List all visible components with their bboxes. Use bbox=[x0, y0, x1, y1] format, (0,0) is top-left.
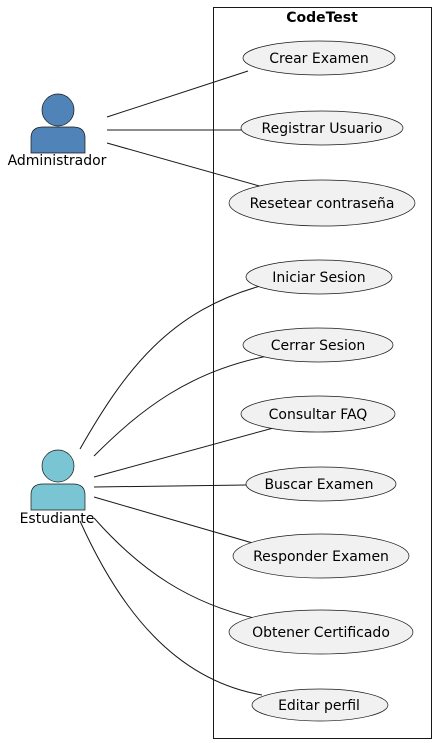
actor-body bbox=[30, 126, 86, 154]
use-case-crear-examen: Crear Examen bbox=[242, 40, 396, 76]
use-case-label: Cerrar Sesion bbox=[271, 338, 366, 354]
use-case-label: Responder Examen bbox=[253, 549, 389, 565]
actor-head bbox=[41, 449, 75, 483]
assoc-student-iniciar-sesion bbox=[79, 284, 265, 450]
use-case-obtener-certificado: Obtener Certificado bbox=[228, 609, 414, 655]
use-case-editar-perfil: Editar perfil bbox=[251, 688, 389, 722]
actor-administrador: Administrador bbox=[8, 93, 107, 169]
assoc-admin-crear-examen bbox=[106, 70, 249, 118]
assoc-student-cerrar-sesion bbox=[93, 354, 274, 457]
actor-estudiante: Estudiante bbox=[20, 449, 95, 527]
assoc-student-obtener-certificado bbox=[93, 517, 264, 621]
use-case-label: Resetear contraseña bbox=[250, 196, 395, 212]
use-case-cerrar-sesion: Cerrar Sesion bbox=[242, 327, 394, 363]
system-title: CodeTest bbox=[286, 10, 358, 26]
assoc-student-responder-examen bbox=[93, 496, 264, 547]
actor-label: Estudiante bbox=[20, 511, 95, 527]
actor-head bbox=[41, 93, 75, 127]
use-case-resetear-contrasena: Resetear contraseña bbox=[228, 179, 416, 227]
use-case-responder-examen: Responder Examen bbox=[232, 533, 410, 579]
use-case-label: Iniciar Sesion bbox=[272, 270, 365, 286]
assoc-student-editar-perfil bbox=[79, 520, 263, 696]
assoc-student-consultar-faq bbox=[93, 426, 278, 478]
use-case-iniciar-sesion: Iniciar Sesion bbox=[245, 259, 393, 295]
use-case-label: Buscar Examen bbox=[264, 477, 373, 493]
use-case-label: Consultar FAQ bbox=[269, 407, 368, 423]
assoc-admin-resetear-contrasena bbox=[106, 142, 264, 188]
assoc-student-buscar-examen bbox=[93, 484, 248, 488]
use-case-label: Crear Examen bbox=[269, 51, 368, 67]
associations bbox=[79, 70, 278, 696]
use-case-buscar-examen: Buscar Examen bbox=[245, 466, 397, 502]
actor-body bbox=[30, 483, 86, 511]
system-boundary: CodeTest bbox=[213, 7, 432, 739]
use-case-label: Obtener Certificado bbox=[252, 625, 390, 641]
use-case-consultar-faq: Consultar FAQ bbox=[240, 395, 396, 433]
use-case-label: Registrar Usuario bbox=[261, 121, 382, 137]
use-case-registrar-usuario: Registrar Usuario bbox=[240, 110, 404, 146]
use-case-label: Editar perfil bbox=[278, 698, 360, 714]
actor-label: Administrador bbox=[8, 153, 107, 169]
